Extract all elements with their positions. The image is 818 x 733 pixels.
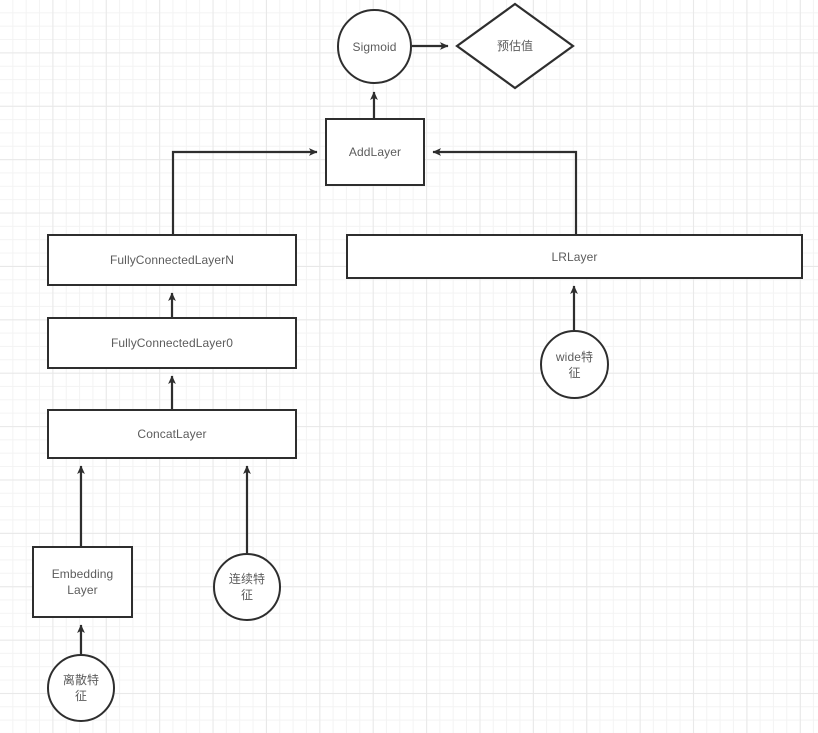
node-wide-feature[interactable]: wide特征	[540, 330, 609, 399]
node-sigmoid[interactable]: Sigmoid	[337, 9, 412, 84]
node-sigmoid-label: Sigmoid	[352, 39, 397, 54]
node-fully-connected-layer-n-label: FullyConnectedLayerN	[109, 253, 235, 267]
node-fully-connected-layer-0-label: FullyConnectedLayer0	[110, 336, 234, 350]
edge-fcn-addlayer	[171, 148, 318, 234]
node-lrlayer[interactable]: LRLayer	[346, 234, 803, 279]
diamond-shape	[455, 2, 575, 90]
node-concat-layer[interactable]: ConcatLayer	[47, 409, 297, 459]
node-wide-feature-label: wide特征	[555, 349, 594, 380]
node-prediction[interactable]: 预估值	[455, 2, 575, 90]
edge-lrlayer-addlayer	[432, 148, 578, 234]
node-continuous-feature[interactable]: 连续特征	[213, 553, 281, 621]
node-addlayer-label: AddLayer	[348, 145, 402, 159]
node-discrete-feature[interactable]: 离散特征	[47, 654, 115, 722]
node-discrete-feature-label: 离散特征	[62, 673, 100, 703]
node-fully-connected-layer-n[interactable]: FullyConnectedLayerN	[47, 234, 297, 286]
node-fully-connected-layer-0[interactable]: FullyConnectedLayer0	[47, 317, 297, 369]
node-lrlayer-label: LRLayer	[551, 249, 598, 264]
node-prediction-label: 预估值	[496, 39, 533, 53]
node-continuous-feature-label: 连续特征	[228, 572, 266, 602]
node-embedding-layer-label: EmbeddingLayer	[51, 567, 114, 597]
node-addlayer[interactable]: AddLayer	[325, 118, 425, 186]
node-concat-layer-label: ConcatLayer	[137, 427, 207, 441]
node-embedding-layer[interactable]: EmbeddingLayer	[32, 546, 133, 618]
